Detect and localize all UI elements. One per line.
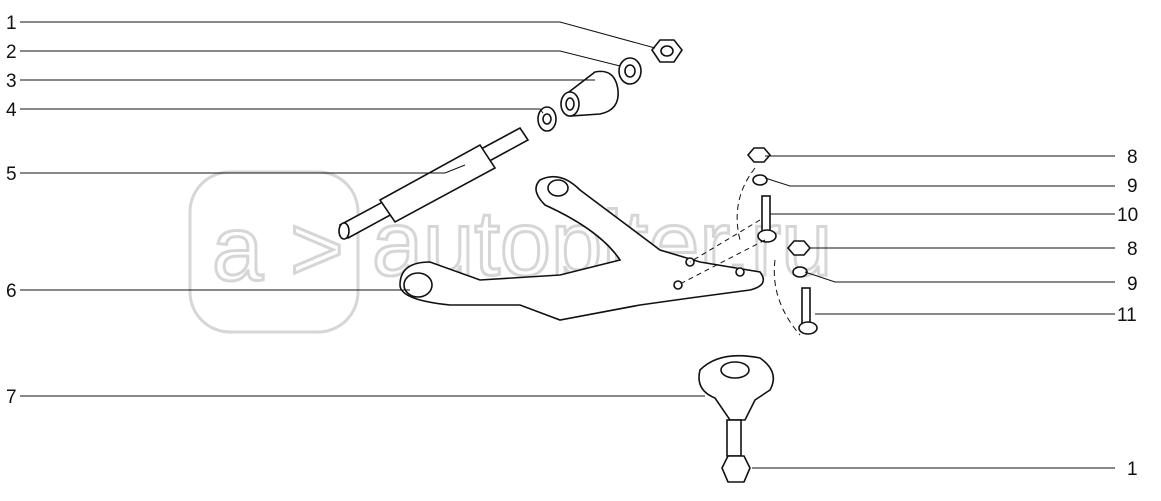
callouts-right: 8 9 10 8 9 11 1 bbox=[1117, 147, 1138, 480]
watermark: a > autopiter.ru bbox=[188, 170, 834, 334]
callout-7: 7 bbox=[6, 387, 17, 408]
callout-5: 5 bbox=[6, 164, 17, 185]
callout-6: 6 bbox=[6, 281, 17, 302]
ball-joint-7 bbox=[698, 354, 775, 483]
watermark-logo-letter: a bbox=[212, 198, 264, 300]
callout-9b: 9 bbox=[1127, 274, 1138, 295]
callout-10: 10 bbox=[1117, 205, 1138, 226]
bushing-3 bbox=[560, 70, 619, 117]
nut-top bbox=[651, 39, 683, 63]
bolts-right bbox=[677, 147, 818, 336]
callout-3: 3 bbox=[6, 71, 17, 92]
washer-2 bbox=[618, 57, 642, 85]
watermark-logo-frame bbox=[188, 170, 360, 334]
callout-1b: 1 bbox=[1127, 459, 1138, 480]
callout-8b: 8 bbox=[1127, 239, 1138, 260]
watermark-arrow: > bbox=[290, 198, 344, 300]
callout-1: 1 bbox=[6, 13, 17, 34]
leader-lines bbox=[20, 21, 1115, 469]
adjusting-stud-5 bbox=[338, 126, 530, 240]
callout-2: 2 bbox=[6, 42, 17, 63]
callouts-left: 1 2 3 4 5 6 7 bbox=[6, 13, 17, 408]
callout-11: 11 bbox=[1117, 305, 1137, 326]
callout-9a: 9 bbox=[1127, 176, 1138, 197]
lever-arm-6 bbox=[399, 175, 765, 321]
callout-4: 4 bbox=[6, 100, 17, 121]
callout-8a: 8 bbox=[1127, 147, 1138, 168]
